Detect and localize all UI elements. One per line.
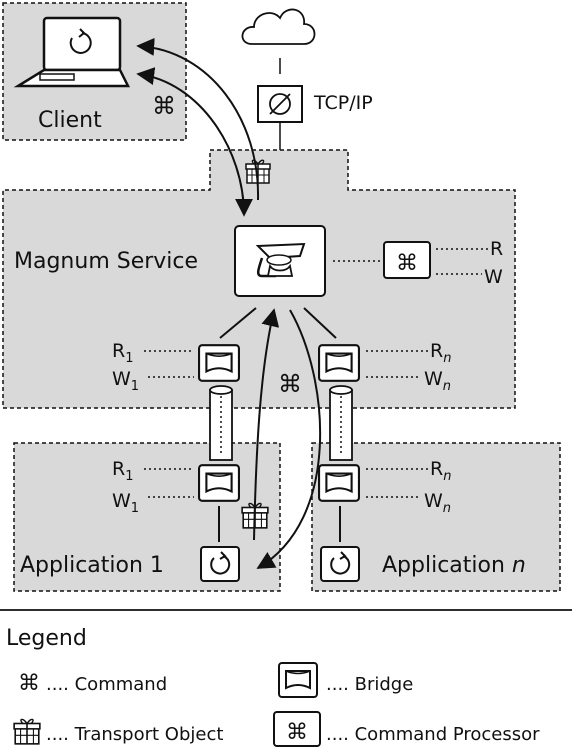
r1-service-label: R1 <box>112 340 133 366</box>
legend-command-icon: ⌘ <box>18 671 40 696</box>
app-n-process-icon <box>320 546 360 582</box>
processor-glyph: ⌘ <box>396 251 418 276</box>
bridge-app-1-icon <box>198 464 240 502</box>
legend-command-label: .... Command <box>46 674 167 695</box>
tcpip-icon <box>257 85 303 123</box>
bridge-service-n-icon <box>318 344 360 382</box>
application-1-label: Application 1 <box>20 553 164 578</box>
app-1-process-icon <box>200 546 240 582</box>
legend-bridge-label: .... Bridge <box>326 674 413 695</box>
service-command-glyph: ⌘ <box>278 370 302 398</box>
service-label: Magnum Service <box>14 249 198 274</box>
w1-service-label: W1 <box>112 368 139 394</box>
bridge-app-n-icon <box>318 464 360 502</box>
arrow-client-service <box>136 67 253 217</box>
arrow-service-to-app <box>256 309 322 569</box>
application-n-label: Application n <box>382 553 526 578</box>
protocol-label: TCP/IP <box>313 92 373 114</box>
legend-command-processor-label: .... Command Processor <box>326 724 540 745</box>
arrow-app-to-service <box>253 308 280 541</box>
legend-processor-glyph: ⌘ <box>286 720 308 745</box>
writer-label: W <box>484 266 503 288</box>
pipe-1-icon <box>209 385 233 461</box>
legend-command-processor-icon <box>273 711 321 747</box>
r1-app-label: R1 <box>112 458 133 484</box>
client-label: Client <box>38 108 102 133</box>
legend-title: Legend <box>6 626 87 651</box>
legend-bridge-icon <box>277 662 319 698</box>
rn-app-label: Rn <box>430 458 451 484</box>
cloud-icon <box>241 8 316 45</box>
wn-service-label: Wn <box>424 368 451 394</box>
laptop-icon <box>13 16 131 88</box>
client-command-glyph: ⌘ <box>152 92 176 120</box>
magnum-service-icon <box>234 225 326 297</box>
reader-label: R <box>490 238 503 260</box>
rn-service-label: Rn <box>430 340 451 366</box>
command-processor-icon <box>383 241 431 279</box>
bridge-service-1-icon <box>198 344 240 382</box>
pipe-n-icon <box>329 385 353 461</box>
wn-app-label: Wn <box>424 490 451 516</box>
legend-transport-object-label: .... Transport Object <box>46 724 223 745</box>
legend-transport-object-icon <box>13 718 41 745</box>
w1-app-label: W1 <box>112 490 139 516</box>
